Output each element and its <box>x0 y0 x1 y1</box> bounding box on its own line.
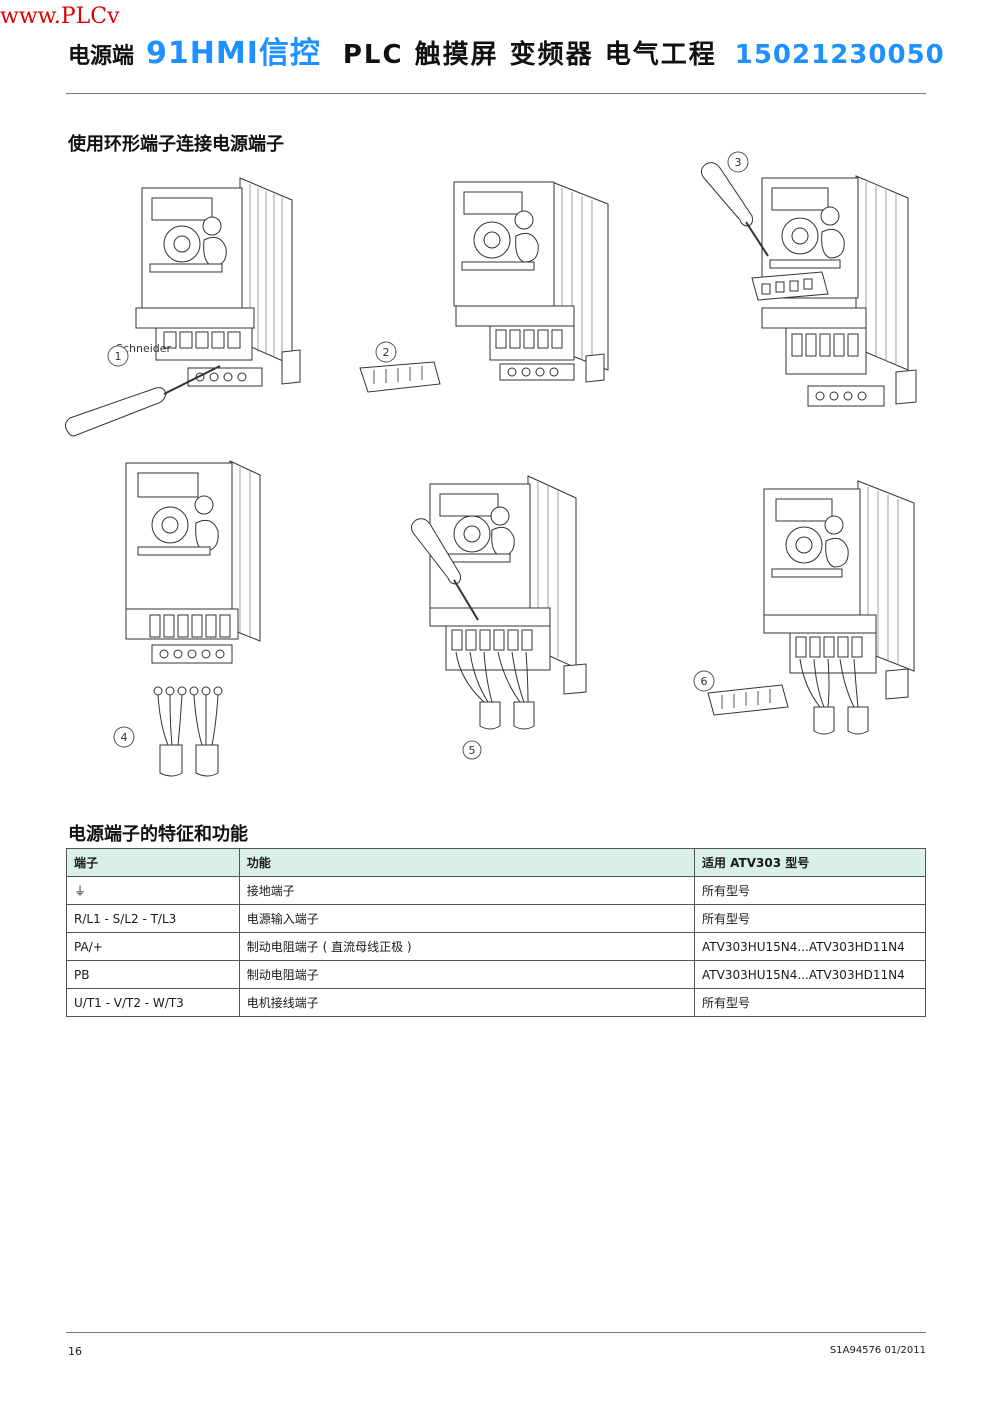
function-cell: 制动电阻端子 ( 直流母线正极 ) <box>238 932 696 961</box>
table-row: U/T1 - V/T2 - W/T3 电机接线端子 所有型号 <box>66 988 926 1017</box>
step-4-illustration: 4 <box>113 460 261 777</box>
header-brand: 91HMI信控 <box>146 36 321 71</box>
step-1-illustration: Schneider 1 <box>64 177 301 437</box>
step-1-number: 1 <box>115 350 122 363</box>
function-cell: 制动电阻端子 <box>238 960 696 989</box>
header-section-title: 电源端 <box>68 44 135 69</box>
function-cell: 接地端子 <box>238 876 696 905</box>
table-row: R/L1 - S/L2 - T/L3 电源输入端子 所有型号 <box>66 904 926 933</box>
function-cell: 电机接线端子 <box>238 988 696 1017</box>
step-5-number: 5 <box>469 744 476 757</box>
models-cell: 所有型号 <box>694 876 926 905</box>
header-products: PLC 触摸屏 变频器 电气工程 <box>342 40 717 70</box>
table-row: PB 制动电阻端子 ATV303HU15N4...ATV303HD11N4 <box>66 960 926 989</box>
page-number: 16 <box>68 1345 82 1358</box>
table-row: PA/+ 制动电阻端子 ( 直流母线正极 ) ATV303HU15N4...AT… <box>66 932 926 961</box>
models-cell: 所有型号 <box>694 988 926 1017</box>
section-title-terminal-functions: 电源端子的特征和功能 <box>68 824 248 845</box>
step-3-illustration: 3 <box>700 151 917 407</box>
models-cell: 所有型号 <box>694 904 926 933</box>
column-header-function: 功能 <box>238 848 696 877</box>
step-4-number: 4 <box>121 731 128 744</box>
step-5-illustration: 5 <box>410 475 587 760</box>
step-6-number: 6 <box>701 675 708 688</box>
step-2-number: 2 <box>383 346 390 359</box>
column-header-terminal: 端子 <box>66 848 240 877</box>
step-6-illustration: 6 <box>693 480 915 735</box>
terminal-cell: R/L1 - S/L2 - T/L3 <box>66 904 240 933</box>
terminal-cell: PB <box>66 960 240 989</box>
terminal-cell: U/T1 - V/T2 - W/T3 <box>66 988 240 1017</box>
models-cell: ATV303HU15N4...ATV303HD11N4 <box>694 960 926 989</box>
column-header-models: 适用 ATV303 型号 <box>694 848 926 877</box>
table-row: ⏚ 接地端子 所有型号 <box>66 876 926 905</box>
header-phone: 15021230050 <box>734 40 945 70</box>
page-header: 电源端 91HMI信控 PLC 触摸屏 变频器 电气工程 15021230050 <box>68 28 945 72</box>
step-1-label: Schneider <box>116 342 172 355</box>
step-3-number: 3 <box>735 156 742 169</box>
function-cell: 电源输入端子 <box>238 904 696 933</box>
models-cell: ATV303HU15N4...ATV303HD11N4 <box>694 932 926 961</box>
document-reference: S1A94576 01/2011 <box>829 1345 926 1356</box>
section-title-ring-terminals: 使用环形端子连接电源端子 <box>68 134 284 155</box>
terminal-cell: PA/+ <box>66 932 240 961</box>
footer-divider <box>66 1332 926 1333</box>
terminal-table: 端子 功能 适用 ATV303 型号 ⏚ 接地端子 所有型号 R/L1 - S/… <box>66 848 926 1017</box>
header-divider <box>66 93 926 94</box>
terminal-cell: ⏚ <box>66 876 240 905</box>
watermark-text: www.PLCv <box>0 4 120 29</box>
step-2-illustration: 2 <box>359 181 609 393</box>
table-header-row: 端子 功能 适用 ATV303 型号 <box>66 848 926 877</box>
